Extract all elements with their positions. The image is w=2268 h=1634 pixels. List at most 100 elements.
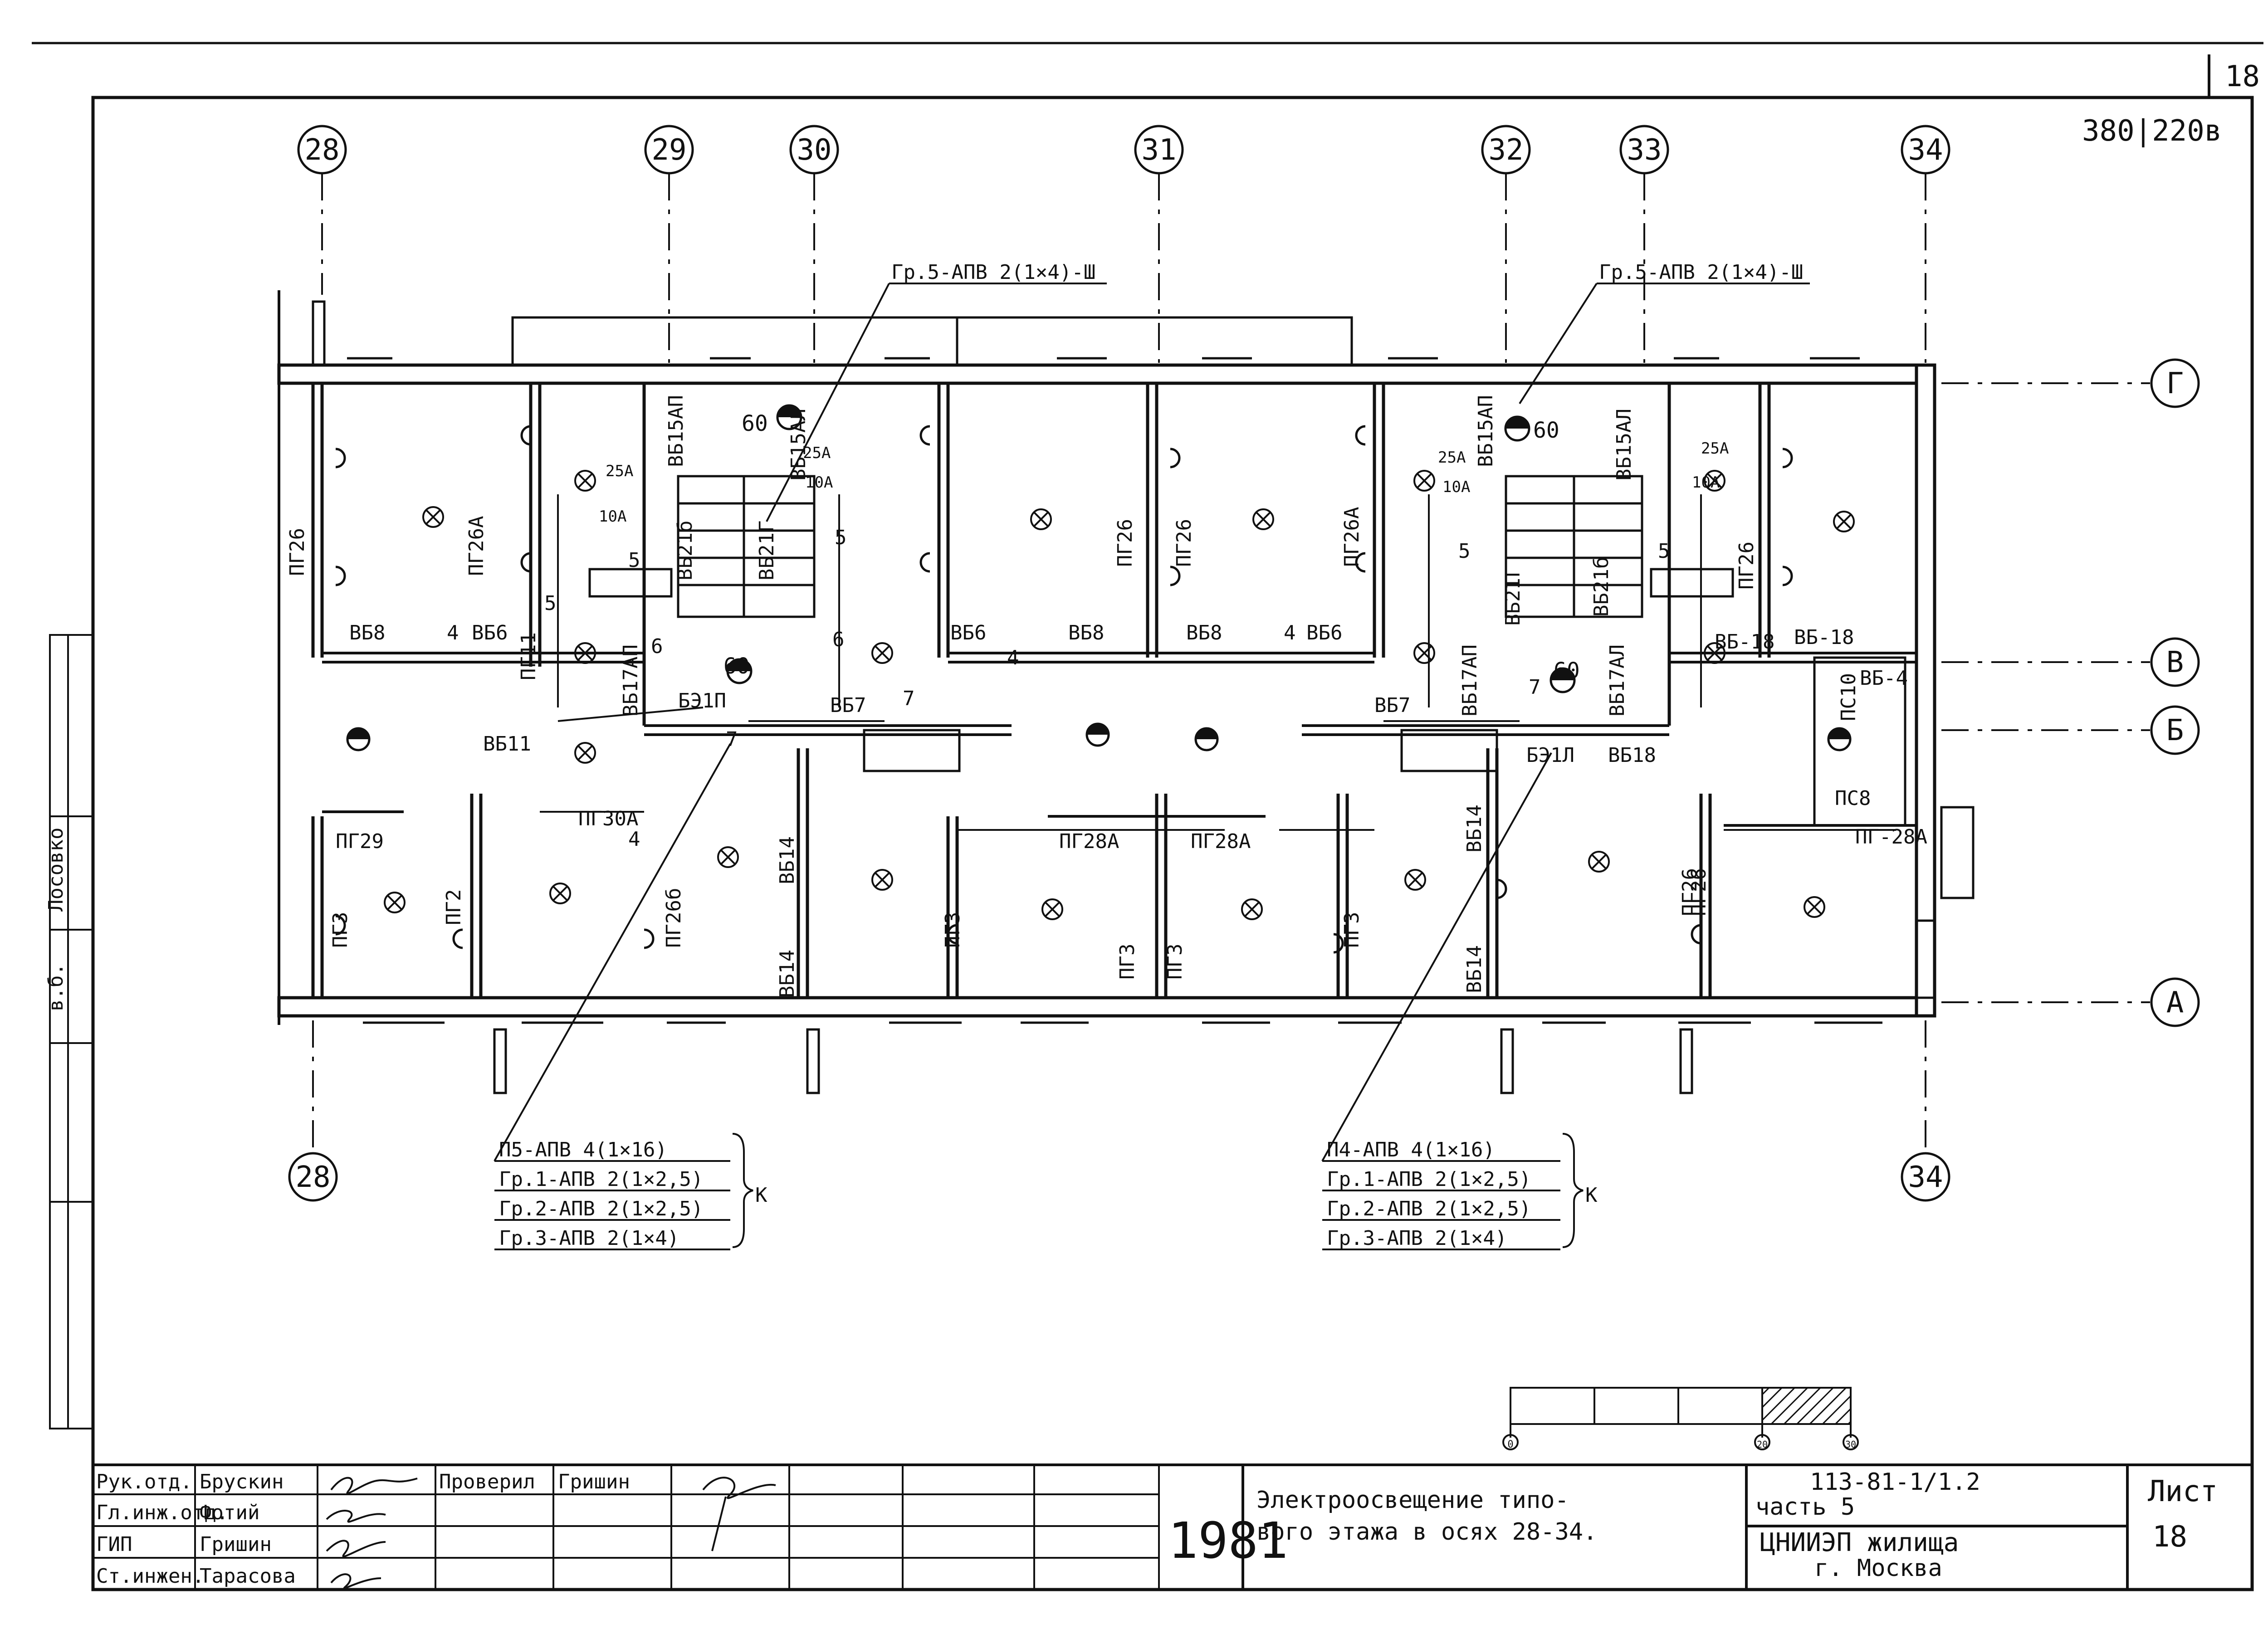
- svg-text:Гр.5-АПВ 2(1×4)-Ш: Гр.5-АПВ 2(1×4)-Ш: [1599, 261, 1803, 284]
- axis-34-top: 34: [1901, 125, 1950, 363]
- wiring-label: ПГ26: [1114, 519, 1137, 567]
- grid-axes: 28 29 30 31 32 33 34: [288, 125, 2200, 1202]
- plan-label: ВБ7: [830, 694, 866, 717]
- wire-count: 7: [1529, 676, 1541, 699]
- wiring-label: ВБ21б: [1590, 557, 1613, 617]
- wiring-label: ПГ2: [442, 889, 465, 925]
- axis-33-top: 33: [1619, 125, 1669, 363]
- wire-count: 4: [1007, 646, 1019, 669]
- axis-28-bottom: 28: [288, 1020, 338, 1202]
- svg-text:30: 30: [1845, 1439, 1856, 1450]
- plan-label: ВБ8: [349, 621, 385, 644]
- wiring-label: ВБ14: [776, 950, 799, 998]
- axis-V: В: [1941, 637, 2200, 687]
- plan-label: ВБ7: [1374, 694, 1410, 717]
- voltage-label: 380|220в: [2082, 114, 2222, 148]
- svg-text:Гр.5-АПВ 2(1×4)-Ш: Гр.5-АПВ 2(1×4)-Ш: [891, 261, 1095, 284]
- callout-top-left: Гр.5-АПВ 2(1×4)-Ш: [766, 261, 1107, 522]
- name-engineer: Тарасова: [200, 1565, 296, 1588]
- svg-text:30: 30: [797, 133, 831, 167]
- stamp-name: Лосовко: [44, 828, 68, 912]
- wiring-label: ПГ26: [1678, 868, 1701, 916]
- rating-label: 10А: [1442, 478, 1470, 496]
- svg-text:Гр.3-АПВ 2(1×4): Гр.3-АПВ 2(1×4): [499, 1227, 679, 1250]
- wiring-label: ВБ14: [1463, 945, 1486, 993]
- svg-text:Гр.2-АПВ 2(1×2,5): Гр.2-АПВ 2(1×2,5): [499, 1197, 703, 1220]
- east-wall: [1915, 363, 1936, 1018]
- rating-label: 10А: [805, 473, 833, 492]
- axis-A: А: [1941, 977, 2200, 1027]
- plan-label: ВБ6: [1306, 621, 1342, 644]
- checked-label: Проверил: [439, 1470, 535, 1493]
- role-engineer: Ст.инжен.: [96, 1565, 204, 1588]
- plan-label: ВБ-4: [1860, 667, 1908, 690]
- wiring-label: ПГ3: [1340, 912, 1364, 948]
- rating-label: 25А: [1701, 439, 1729, 458]
- plan-label: ВБ-18: [1715, 630, 1774, 654]
- wall-sockets: [335, 425, 1793, 954]
- drawing-title-line2: вого этажа в осях 28-34.: [1256, 1518, 1597, 1546]
- svg-text:К: К: [755, 1184, 767, 1207]
- signatures: [326, 1477, 776, 1589]
- name-chief: Фотий: [200, 1501, 259, 1524]
- svg-text:Гр.3-АПВ 2(1×4): Гр.3-АПВ 2(1×4): [1327, 1227, 1507, 1250]
- south-wall: [277, 996, 1936, 1018]
- svg-text:31: 31: [1141, 133, 1176, 167]
- wiring-label: ПГ3: [1163, 944, 1187, 980]
- organization: ЦНИИЭП жилища: [1760, 1528, 1959, 1557]
- bath-lamps: [346, 404, 1852, 751]
- name-gip: Гришин: [200, 1533, 272, 1556]
- wiring-label: ПГ26А: [1340, 507, 1364, 567]
- lamp-power-label: 60: [1554, 658, 1580, 683]
- city: г. Москва: [1814, 1555, 1942, 1582]
- wiring-label: ВБ17АЛ: [1606, 644, 1629, 717]
- drawing-title-line1: Электроосвещение типо-: [1256, 1487, 1569, 1514]
- svg-text:34: 34: [1908, 1161, 1943, 1194]
- title-block: Рук.отд. Гл.инж.отд. ГИП Ст.инжен. Бруск…: [92, 1463, 2253, 1591]
- svg-text:Гр.2-АПВ 2(1×2,5): Гр.2-АПВ 2(1×2,5): [1327, 1197, 1531, 1220]
- wire-count: 7: [903, 687, 915, 710]
- svg-text:Гр.1-АПВ 2(1×2,5): Гр.1-АПВ 2(1×2,5): [499, 1168, 703, 1191]
- rating-label: 25А: [1438, 449, 1466, 467]
- drawing-part: часть 5: [1755, 1493, 1855, 1521]
- svg-text:П5-АПВ 4(1×16): П5-АПВ 4(1×16): [499, 1138, 667, 1161]
- axis-29-top: 29: [644, 125, 694, 363]
- wiring-label: ПГ11: [517, 632, 540, 680]
- lamp-power-label: 60: [1533, 418, 1559, 443]
- wiring-label: ПГ3: [941, 912, 964, 948]
- plan-label: ВБ8: [1068, 621, 1104, 644]
- wire-count: 4: [447, 621, 459, 644]
- svg-text:П4-АПВ 4(1×16): П4-АПВ 4(1×16): [1327, 1138, 1495, 1161]
- plan-label: ВБ6: [950, 621, 986, 644]
- svg-text:28: 28: [304, 133, 339, 167]
- svg-text:Гр.1-АПВ 2(1×2,5): Гр.1-АПВ 2(1×2,5): [1327, 1168, 1531, 1191]
- svg-text:32: 32: [1488, 133, 1523, 167]
- axis-28-top: 28: [297, 125, 347, 295]
- rating-label: 25А: [606, 462, 633, 480]
- role-chief: Гл.инж.отд.: [96, 1501, 228, 1524]
- plan-label: БЭ1П: [678, 689, 726, 712]
- axis-34-bottom: 34: [1901, 1020, 1950, 1202]
- wiring-label: ПГ3: [329, 912, 352, 948]
- wiring-label: ВБ14: [1463, 805, 1486, 853]
- svg-text:Б: Б: [2166, 714, 2184, 747]
- wire-count: 5: [1658, 540, 1670, 563]
- role-head: Рук.отд.: [96, 1470, 192, 1493]
- breaker-ratings: 25А 10А 25А 10А 25А 10А 25А 10А: [599, 439, 1729, 526]
- north-wall: [277, 363, 1936, 385]
- side-stamp: Лосовко в.б.: [44, 634, 94, 1429]
- role-gip: ГИП: [96, 1533, 132, 1556]
- svg-text:0: 0: [1507, 1439, 1513, 1450]
- plan-label: ПГ30А: [578, 807, 638, 830]
- wire-count: 5: [544, 592, 557, 615]
- lamp-power-label: 60: [723, 654, 750, 679]
- wiring-labels: ПГ26 ПГ26А ПГ26 ПГ26 ПГ26А ПГ26 ПГ26 ПГ3…: [286, 395, 1860, 998]
- year: 1981: [1168, 1512, 1288, 1570]
- plan-label: ПГ28А: [1191, 830, 1251, 853]
- stair-right: [1505, 475, 1734, 618]
- wiring-label: ПГ26: [1173, 519, 1196, 567]
- page-number-box: 18: [2208, 54, 2260, 98]
- wiring-label: ПГ26б: [662, 888, 685, 948]
- wire-count: 6: [832, 628, 845, 651]
- wiring-label: ВБ21Г: [1501, 566, 1525, 626]
